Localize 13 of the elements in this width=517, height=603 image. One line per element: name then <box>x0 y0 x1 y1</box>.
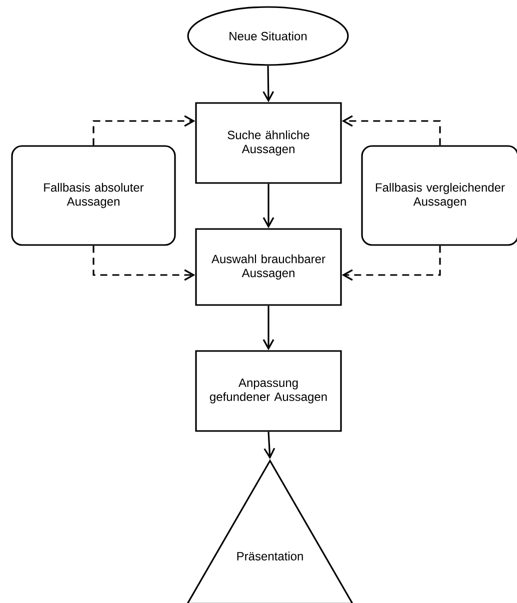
arrow <box>92 246 196 281</box>
process-box: Anpassung gefundener Aussagen <box>195 350 342 432</box>
arrow <box>92 115 196 146</box>
arrow <box>262 66 274 102</box>
process-box: Suche ähnliche Aussagen <box>195 102 342 184</box>
arrow <box>264 432 276 460</box>
arrow <box>262 306 274 350</box>
arrow <box>262 184 274 228</box>
process-box: Auswahl brauchbarer Aussagen <box>195 228 342 306</box>
arrow <box>342 115 441 146</box>
database-box: Fallbasis vergleichender Aussagen <box>361 145 517 246</box>
arrow <box>342 246 441 281</box>
database-box: Fallbasis absoluter Aussagen <box>11 145 176 246</box>
